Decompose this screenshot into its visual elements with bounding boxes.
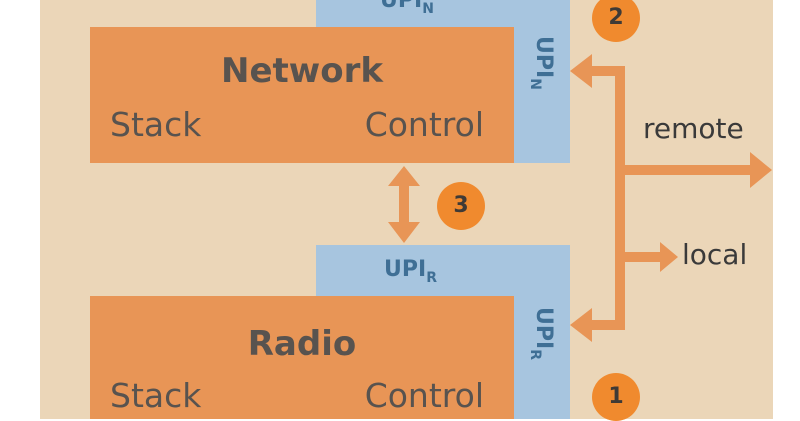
- network-stack-label: Stack: [110, 105, 202, 144]
- radio-title: Radio: [247, 324, 357, 364]
- radio-control-label: Control: [364, 376, 484, 415]
- local-branch-line: [620, 252, 665, 262]
- network-upi-top-tab: UPIN: [316, 0, 514, 28]
- local-arrowhead: [660, 242, 678, 272]
- radio-block: Radio Stack Control: [90, 296, 514, 419]
- network-upi-top-label: UPIN: [380, 0, 434, 17]
- radio-stack-label: Stack: [110, 376, 202, 415]
- badge-3: 3: [437, 182, 485, 230]
- network-title: Network: [221, 51, 383, 91]
- vertical-link-shaft: [399, 180, 409, 226]
- network-control-label: Control: [364, 105, 484, 144]
- bottom-branch-arrowhead: [570, 308, 592, 342]
- local-label: local: [682, 238, 748, 271]
- top-branch-line: [585, 66, 625, 76]
- radio-upi-top-label: UPIR: [384, 257, 437, 286]
- remote-label: remote: [643, 112, 744, 145]
- trunk-line: [615, 66, 625, 330]
- vertical-link-arrowhead-down: [388, 222, 420, 243]
- remote-arrowhead: [750, 152, 772, 188]
- radio-upi-top-tab: UPIR: [316, 245, 514, 296]
- bottom-branch-line: [585, 320, 625, 330]
- radio-upi-side-bar: UPIR: [514, 245, 570, 419]
- network-block: Network Stack Control: [90, 27, 514, 163]
- network-upi-side-bar: UPIN: [514, 0, 570, 163]
- badge-2: 2: [592, 0, 640, 42]
- vertical-link-arrowhead-up: [388, 166, 420, 186]
- top-branch-arrowhead: [570, 54, 592, 88]
- badge-1: 1: [592, 373, 640, 421]
- remote-branch-line: [620, 165, 755, 175]
